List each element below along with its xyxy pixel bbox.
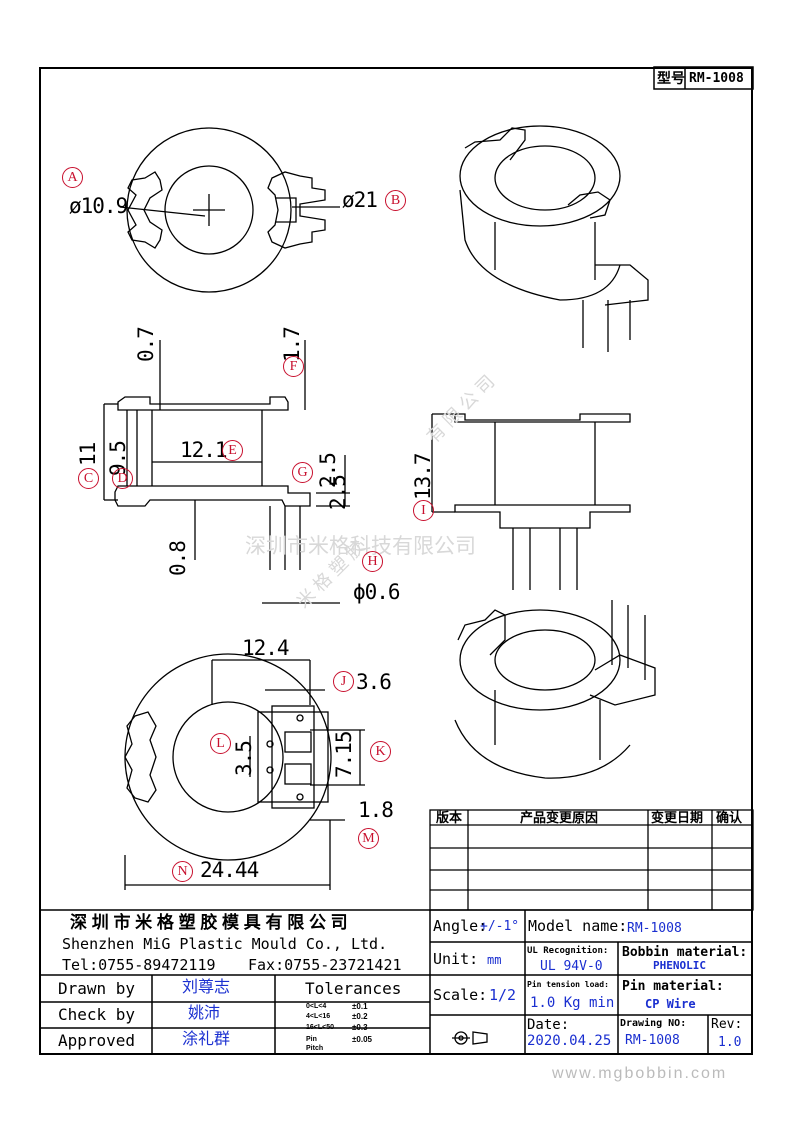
company-fax: Fax:0755-23721421 xyxy=(248,956,402,974)
dim-35: 3.5 xyxy=(232,741,256,776)
dim-121: 12.1 xyxy=(180,438,228,462)
bobbin-label: Bobbin material: xyxy=(622,945,748,960)
bottom-view xyxy=(124,653,332,861)
tolerances-label: Tolerances xyxy=(305,979,402,998)
dim-08: 0.8 xyxy=(166,541,190,576)
dim-36: 3.6 xyxy=(356,670,392,694)
top-view xyxy=(126,127,326,293)
tol-value-4: ±0.05 xyxy=(352,1035,372,1044)
approved-name: 涂礼群 xyxy=(182,1031,231,1048)
dim-25-lower: 2.5 xyxy=(326,475,350,510)
drawing-frame xyxy=(39,67,753,1055)
title-block-lines xyxy=(39,909,753,1055)
watermark-center: 深圳市米格科技有限公司 xyxy=(245,535,476,558)
iso-top xyxy=(459,125,649,352)
company-name-cn: 深 圳 市 米 格 塑 胶 模 具 有 限 公 司 xyxy=(70,913,348,932)
dim-11: 11 xyxy=(76,442,100,466)
label-c: C xyxy=(78,468,99,489)
dim-pin-diameter: ϕ0.6 xyxy=(353,580,401,604)
tol-value-1: ±0.1 xyxy=(352,1002,368,1011)
angle-label: Angle: xyxy=(433,917,488,935)
tol-range-1: 0<L<4 xyxy=(306,1003,327,1010)
label-d: D xyxy=(112,468,133,489)
rev-header-date: 变更日期 xyxy=(651,810,704,825)
company-name-en: Shenzhen MiG Plastic Mould Co., Ltd. xyxy=(62,935,388,953)
check-by-name: 姚沛 xyxy=(188,1005,221,1022)
tol-range-2: 4<L<16 xyxy=(306,1013,331,1020)
label-i: I xyxy=(413,500,434,521)
tol-value-3: ±0.3 xyxy=(352,1023,368,1032)
drawn-by-name: 刘尊志 xyxy=(182,979,231,996)
dim-18: 1.8 xyxy=(358,798,394,822)
iso-bottom xyxy=(454,600,656,779)
check-by-label: Check by xyxy=(58,1005,136,1024)
dim-124: 12.4 xyxy=(242,636,290,660)
tol-range-4: Pin Pitch xyxy=(306,1036,324,1052)
label-f: F xyxy=(283,356,304,377)
dim-715: 7.15 xyxy=(332,731,356,778)
rev-header-reason: 产品变更原因 xyxy=(520,810,599,825)
model-name-label: Model name: xyxy=(528,917,628,935)
dim-137: 13.7 xyxy=(411,453,435,500)
dim-inner-diameter: ø10.9 xyxy=(69,194,128,218)
model-header-value: RM-1008 xyxy=(689,71,744,86)
label-h: H xyxy=(362,551,383,572)
label-n: N xyxy=(172,861,193,882)
scale-value: 1/2 xyxy=(489,986,517,1004)
angle-value: +/-1° xyxy=(480,919,520,934)
revision-table-lines xyxy=(429,809,754,911)
label-j: J xyxy=(333,671,354,692)
date-label: Date: xyxy=(527,1017,570,1033)
label-e: E xyxy=(222,440,243,461)
drawing-no-value: RM-1008 xyxy=(625,1033,680,1048)
label-g: G xyxy=(292,462,313,483)
scale-label: Scale: xyxy=(433,986,488,1004)
date-value: 2020.04.25 xyxy=(527,1033,612,1049)
company-tel: Tel:0755-89472119 xyxy=(62,956,216,974)
rev-header-version: 版本 xyxy=(436,810,463,825)
label-b: B xyxy=(385,190,406,211)
label-a: A xyxy=(62,167,83,188)
front-view xyxy=(454,413,631,590)
rev-label: Rev: xyxy=(711,1017,743,1032)
bobbin-value: PHENOLIC xyxy=(653,959,706,972)
rev-value: 1.0 xyxy=(718,1035,742,1050)
model-header-label: 型号 xyxy=(657,70,685,86)
tol-value-2: ±0.2 xyxy=(352,1012,368,1021)
pin-tension-value: 1.0 Kg min xyxy=(530,995,615,1011)
dim-2444: 24.44 xyxy=(200,858,259,882)
rev-header-confirm: 确认 xyxy=(716,810,743,825)
ul-value: UL 94V-0 xyxy=(540,959,603,974)
label-k: K xyxy=(370,741,391,762)
model-name-value: RM-1008 xyxy=(627,921,682,936)
pin-tension-label: Pin tension load: xyxy=(527,980,609,989)
pin-material-value: CP Wire xyxy=(645,997,696,1011)
projection-symbol xyxy=(452,1031,488,1045)
dim-outer-diameter: ø21 xyxy=(342,188,378,212)
watermark-footer: www.mgbobbin.com xyxy=(552,1065,728,1082)
drawn-by-label: Drawn by xyxy=(58,979,136,998)
label-m: M xyxy=(358,828,379,849)
label-l: L xyxy=(210,733,231,754)
side-view xyxy=(114,396,311,570)
ul-label: UL Recognition: xyxy=(527,946,609,956)
unit-label: Unit: xyxy=(433,950,479,968)
dim-07: 0.7 xyxy=(134,327,158,362)
unit-value: mm xyxy=(487,953,502,967)
drawing-no-label: Drawing NO: xyxy=(620,1018,687,1029)
approved-label: Approved xyxy=(58,1031,136,1050)
pin-material-label: Pin material: xyxy=(622,979,724,994)
tol-range-3: 16<L<50 xyxy=(306,1024,335,1031)
